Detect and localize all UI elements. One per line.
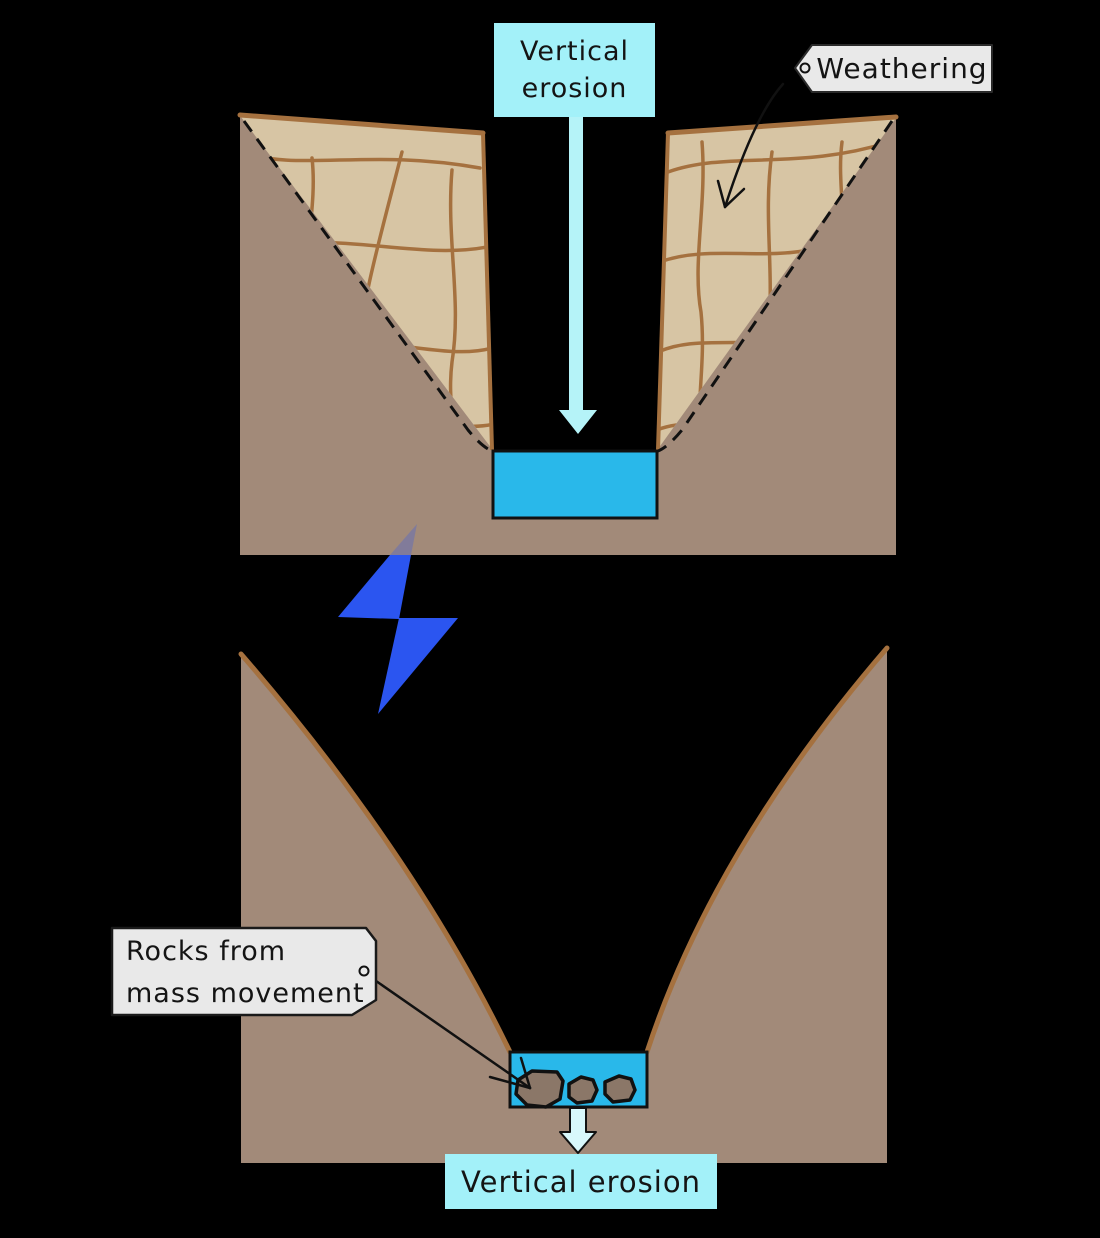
weathered-rock-left — [241, 117, 492, 449]
boulder-middle — [567, 1075, 599, 1105]
valley-rim-right — [665, 114, 899, 136]
dashed-slope-right — [657, 120, 894, 453]
terrain-block-bottom — [241, 648, 887, 1163]
weathering-arrow-icon — [716, 82, 785, 209]
valley-rim-left — [237, 112, 486, 136]
notch-wall-right — [656, 132, 670, 451]
lightning-bolt-icon — [338, 524, 458, 714]
vertical-erosion-label-box-bottom — [445, 1154, 717, 1209]
rocks-leader-arrow-icon — [364, 972, 532, 1090]
dashed-slope-left — [242, 120, 493, 453]
bottom-valley-cross-section — [110, 645, 890, 1209]
valley-slope-left — [238, 651, 513, 1055]
boulder-right — [603, 1074, 637, 1104]
down-arrow-icon — [559, 117, 597, 434]
tag-hole-icon — [358, 965, 370, 977]
weathering-tag-shape — [794, 44, 993, 93]
notch-wall-left — [481, 132, 494, 451]
boulder-large — [514, 1069, 565, 1109]
valley-slope-right — [644, 645, 890, 1055]
tag-hole-icon — [799, 62, 811, 74]
rocks-tag-shape — [110, 926, 378, 1017]
down-arrow-small-icon — [559, 1107, 597, 1154]
top-valley-cross-section — [237, 23, 993, 555]
river-water — [491, 449, 659, 520]
vertical-erosion-label-box-top — [494, 23, 655, 117]
